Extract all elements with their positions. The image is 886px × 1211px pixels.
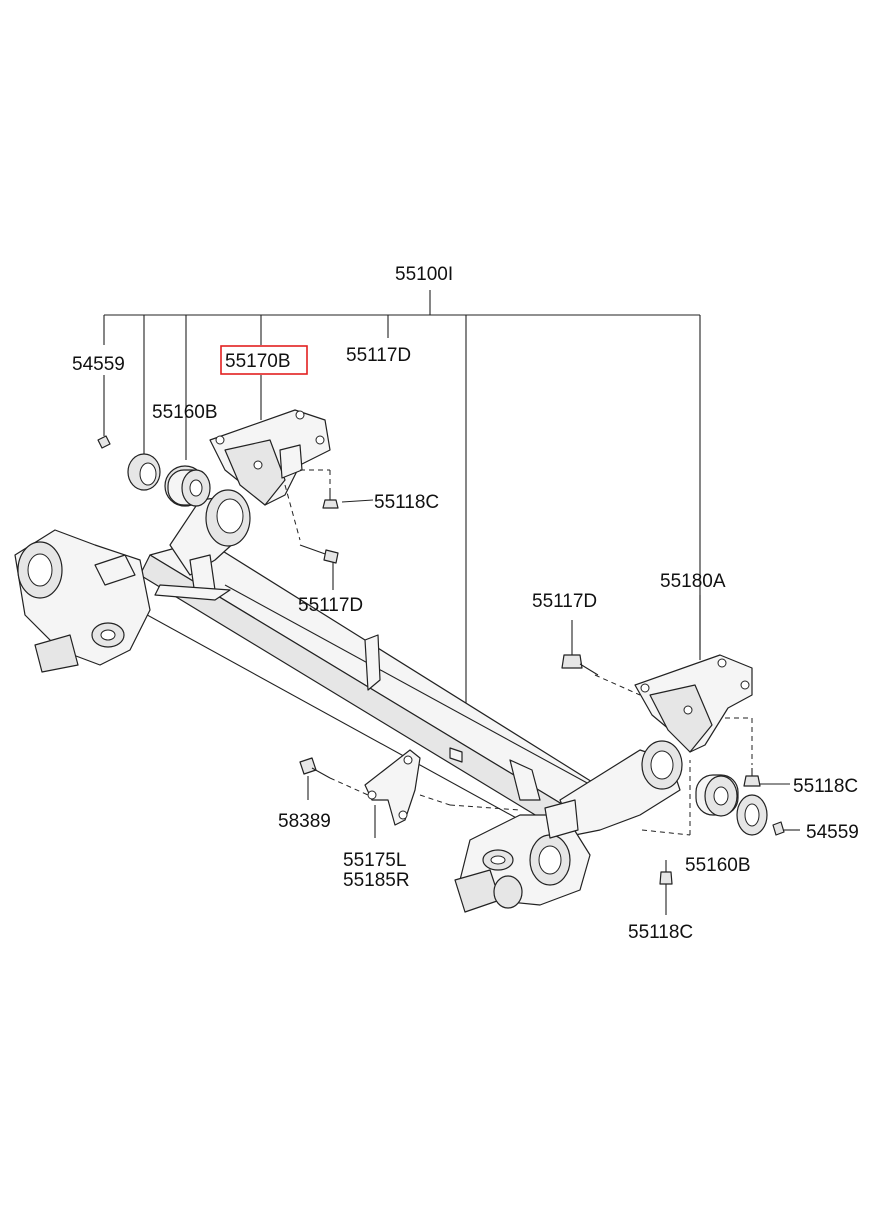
label-screw-left: 55118C [374, 492, 439, 513]
label-washer-left: 54559 [72, 354, 125, 375]
label-bushing-left: 55160B [152, 402, 218, 423]
label-bushing-right: 55160B [685, 855, 751, 876]
axle-beam [119, 539, 606, 831]
screw-55118c-left-part [322, 488, 339, 509]
bracket-55170b-part [209, 409, 331, 541]
washer-right-part [736, 794, 800, 836]
screw-55118c-right-bottom-part [659, 860, 673, 915]
label-screw-right-bottom: 55118C [628, 922, 693, 943]
bolt-58389-part [299, 757, 369, 800]
bolt-55117d-right-part [561, 620, 599, 676]
bushing-right-part [695, 774, 739, 817]
label-bracket-right-side: 55185R [343, 870, 410, 891]
highlight-box [220, 345, 308, 375]
label-assembly: 55100I [395, 264, 453, 285]
bracket-55175l-part [364, 749, 521, 838]
label-bolt-top: 55117D [346, 345, 411, 366]
screw-55118c-right-top-part [743, 768, 790, 787]
label-bolt-bracket: 58389 [278, 811, 331, 832]
label-bracket-left-side: 55175L [343, 850, 406, 871]
label-leaders [103, 375, 701, 660]
assembly-leader-tree [103, 290, 701, 712]
label-screw-right-top: 55118C [793, 776, 858, 797]
label-highlighted[interactable]: 55170B [225, 351, 291, 372]
washer-left-part [97, 435, 161, 491]
label-washer-right: 54559 [806, 822, 859, 843]
bushing-left-part [164, 465, 211, 507]
bolt-55117d-left-part [299, 544, 339, 564]
label-bracket-right: 55180A [660, 571, 726, 592]
label-bolt-right: 55117D [532, 591, 597, 612]
left-trailing-arm [14, 489, 251, 673]
label-bolt-left-lower: 55117D [298, 595, 363, 616]
right-trailing-arm [454, 740, 683, 913]
bracket-55180a-part [594, 654, 753, 836]
